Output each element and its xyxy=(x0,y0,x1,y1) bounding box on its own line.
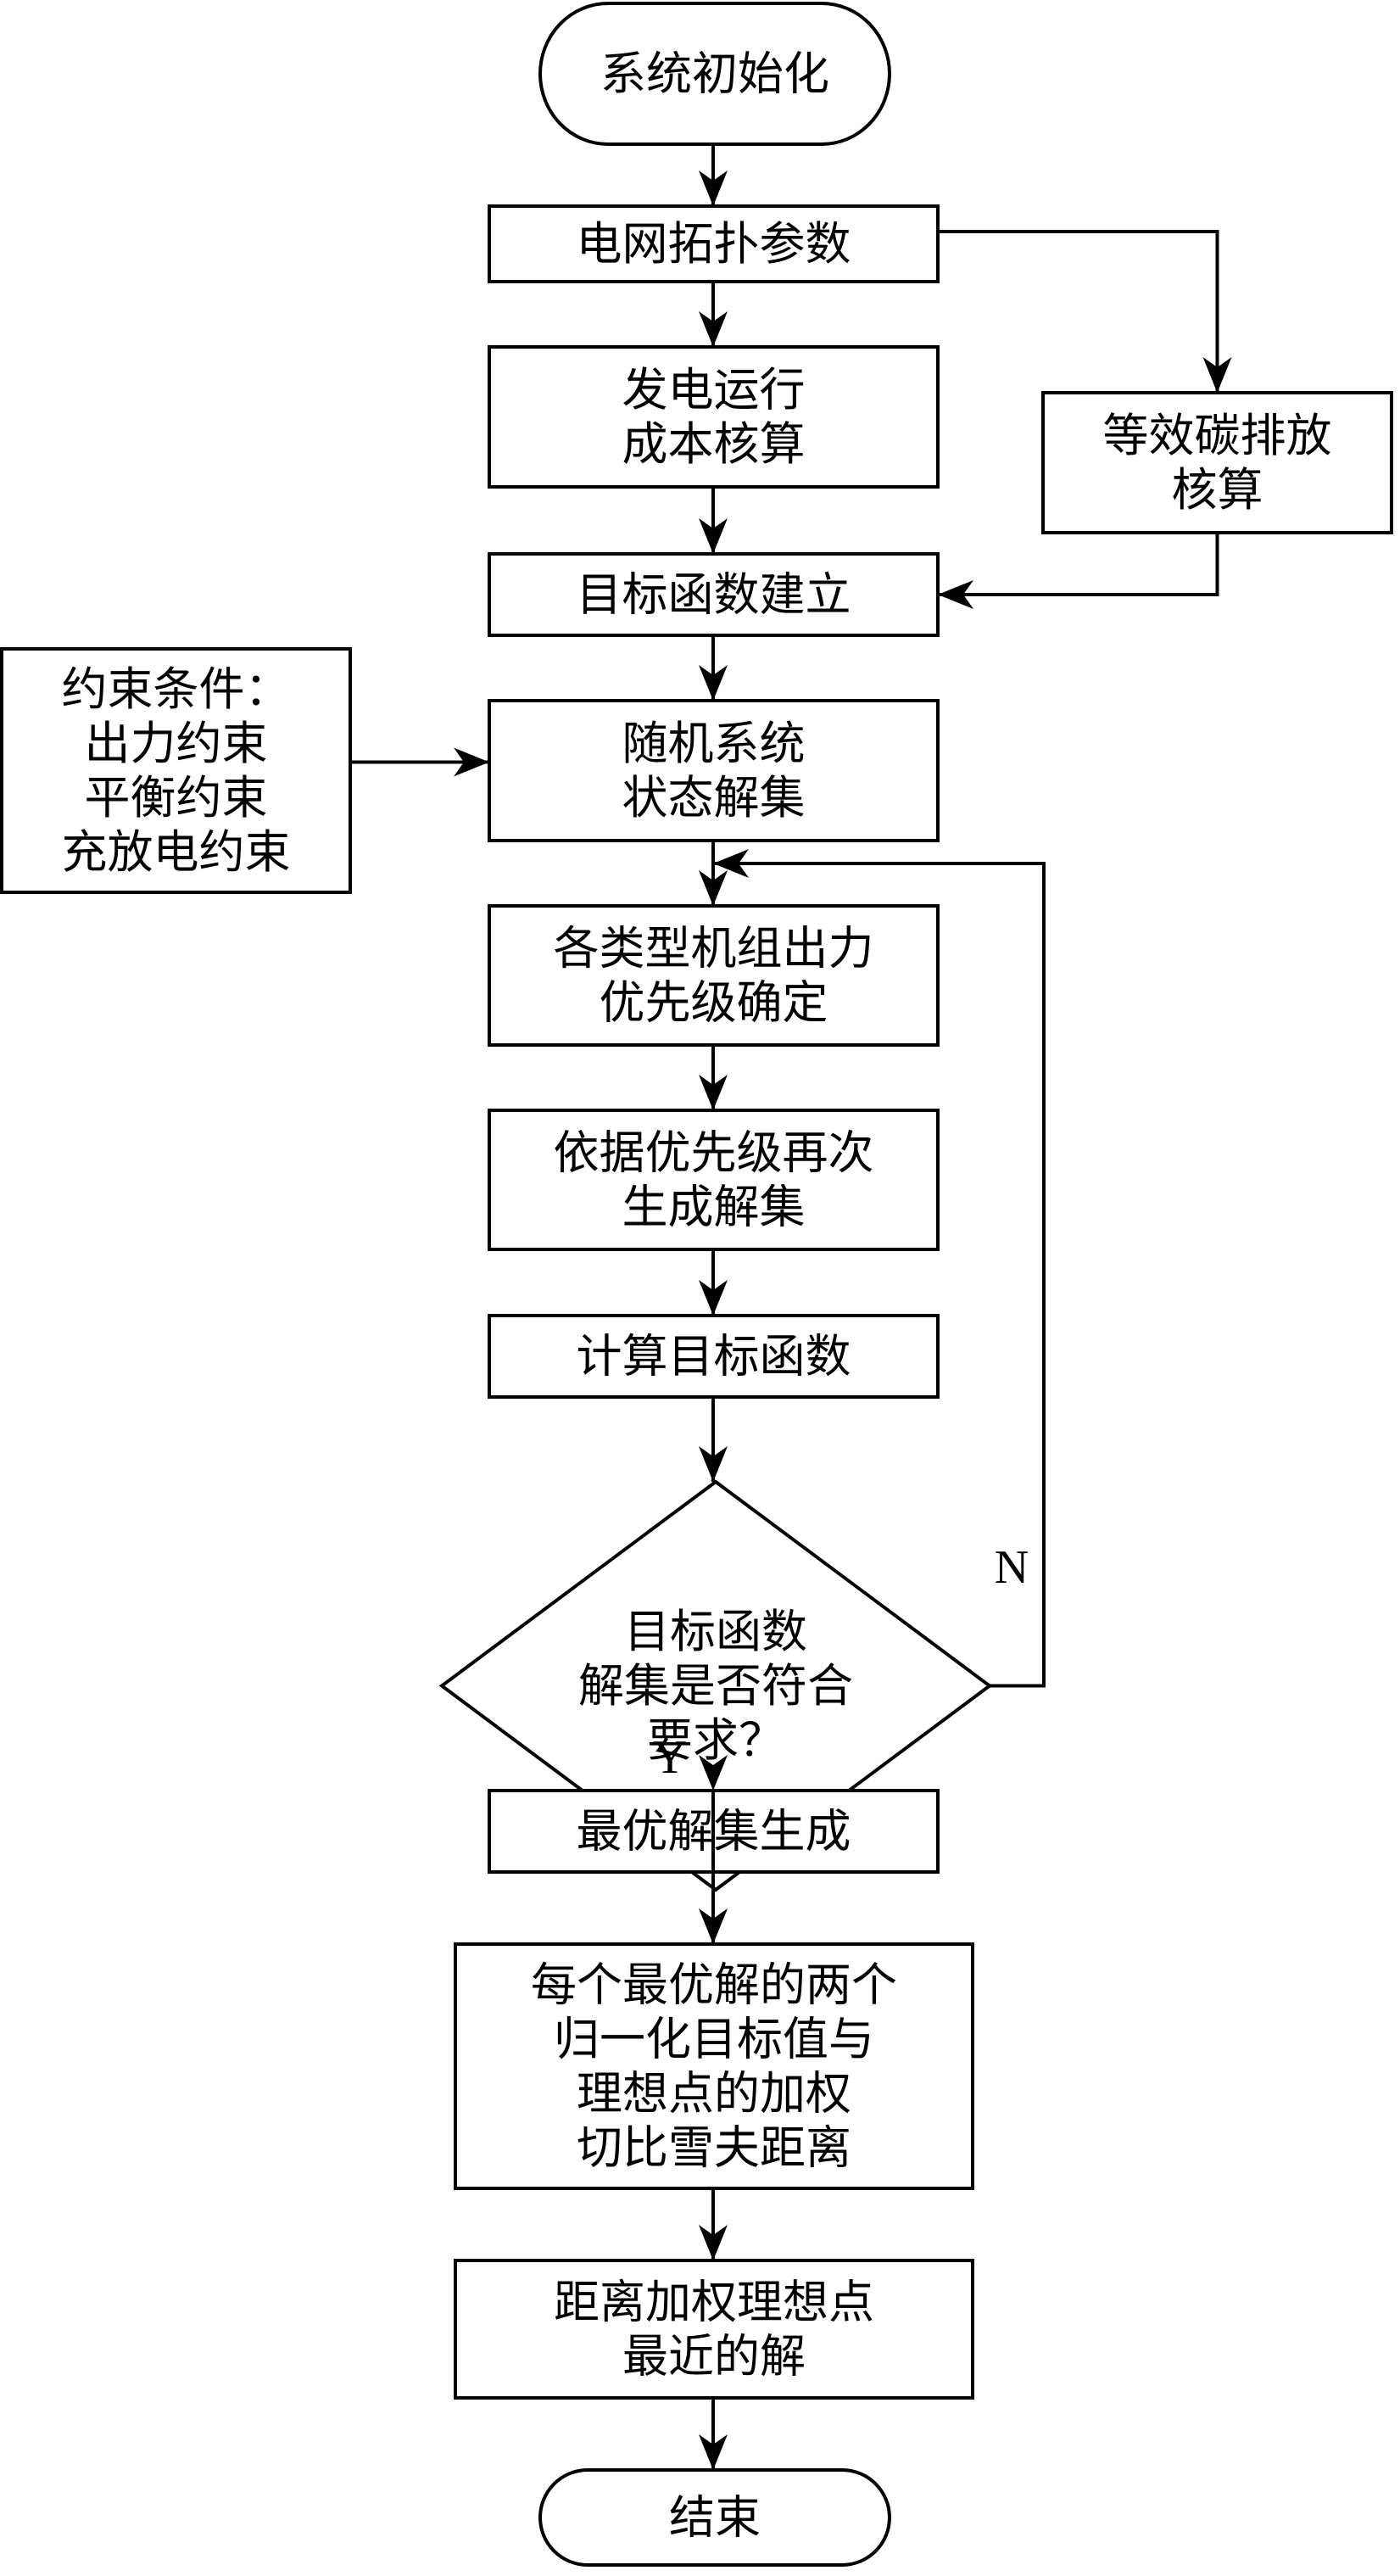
node-objective: 目标函数建立 xyxy=(488,552,940,637)
process-shape xyxy=(488,204,940,283)
node-label: 归一化目标值与 xyxy=(554,2013,874,2066)
edge-label-no: N xyxy=(995,1541,1029,1594)
arrowhead-icon xyxy=(699,1908,728,1944)
process-shape xyxy=(488,1109,940,1251)
process-shape xyxy=(454,1942,974,2190)
edge-grid-carbon xyxy=(938,230,1219,393)
node-label: 充放电约束 xyxy=(62,825,291,879)
node-label: 依据优先级再次 xyxy=(554,1126,874,1180)
arrowhead-icon xyxy=(938,580,973,609)
node-label: 系统初始化 xyxy=(600,47,829,101)
arrowhead-icon xyxy=(1202,357,1232,393)
process-shape xyxy=(0,647,352,894)
node-label: 电网拓扑参数 xyxy=(577,217,851,271)
node-label: 生成解集 xyxy=(622,1181,806,1234)
arrowhead-icon xyxy=(699,1446,728,1482)
arrowhead-icon xyxy=(454,747,489,777)
edge-carbon-objective xyxy=(938,533,1219,596)
arrowhead-icon xyxy=(699,311,728,347)
node-label: 核算 xyxy=(1172,463,1263,517)
node-label: 理想点的加权 xyxy=(577,2067,851,2121)
node-label: 最近的解 xyxy=(622,2330,806,2383)
decision-shape xyxy=(438,1479,993,1892)
arrowhead-icon xyxy=(699,170,728,206)
edge-decision-no xyxy=(713,862,1046,1688)
node-label: 每个最优解的两个 xyxy=(531,1959,897,2012)
node-label: 目标函数 xyxy=(624,1605,807,1658)
arrowhead-icon xyxy=(699,665,728,701)
node-label: 平衡约束 xyxy=(85,771,268,824)
node-label: 约束条件： xyxy=(62,662,291,716)
node-label: 距离加权理想点 xyxy=(554,2276,874,2329)
node-label: 发电运行 xyxy=(622,363,806,416)
arrowhead-icon xyxy=(699,1755,728,1791)
process-shape xyxy=(454,2259,974,2400)
arrowhead-icon xyxy=(699,2434,728,2470)
arrowhead-icon xyxy=(699,518,728,554)
process-shape xyxy=(488,1314,940,1399)
node-label: 解集是否符合 xyxy=(578,1659,853,1713)
arrowhead-icon xyxy=(699,1280,728,1316)
node-label: 各类型机组出力 xyxy=(554,922,874,975)
node-start: 系统初始化 xyxy=(538,2,891,146)
node-grid: 电网拓扑参数 xyxy=(488,204,940,283)
node-label: 优先级确定 xyxy=(600,976,828,1030)
arrowhead-icon xyxy=(699,870,728,906)
node-label: 状态解集 xyxy=(622,771,806,824)
node-label: 目标函数建立 xyxy=(577,568,851,622)
node-label: 等效碳排放 xyxy=(1103,409,1332,462)
node-label: 成本核算 xyxy=(622,417,806,471)
arrowhead-icon xyxy=(699,1075,728,1110)
edge-label-yes: Y xyxy=(653,1731,687,1784)
process-shape xyxy=(1041,391,1393,534)
arrowhead-icon xyxy=(699,2225,728,2260)
node-label: 切比雪夫距离 xyxy=(577,2121,851,2175)
node-calc: 计算目标函数 xyxy=(488,1314,940,1399)
node-label: 要求？ xyxy=(647,1713,784,1767)
node-label: 结束 xyxy=(669,2491,761,2545)
process-shape xyxy=(488,904,940,1047)
arrowhead-icon xyxy=(713,849,749,878)
node-end: 结束 xyxy=(538,2468,891,2567)
node-label: 随机系统 xyxy=(622,717,806,770)
node-label: 计算目标函数 xyxy=(577,1330,851,1383)
node-label: 出力约束 xyxy=(85,717,268,770)
